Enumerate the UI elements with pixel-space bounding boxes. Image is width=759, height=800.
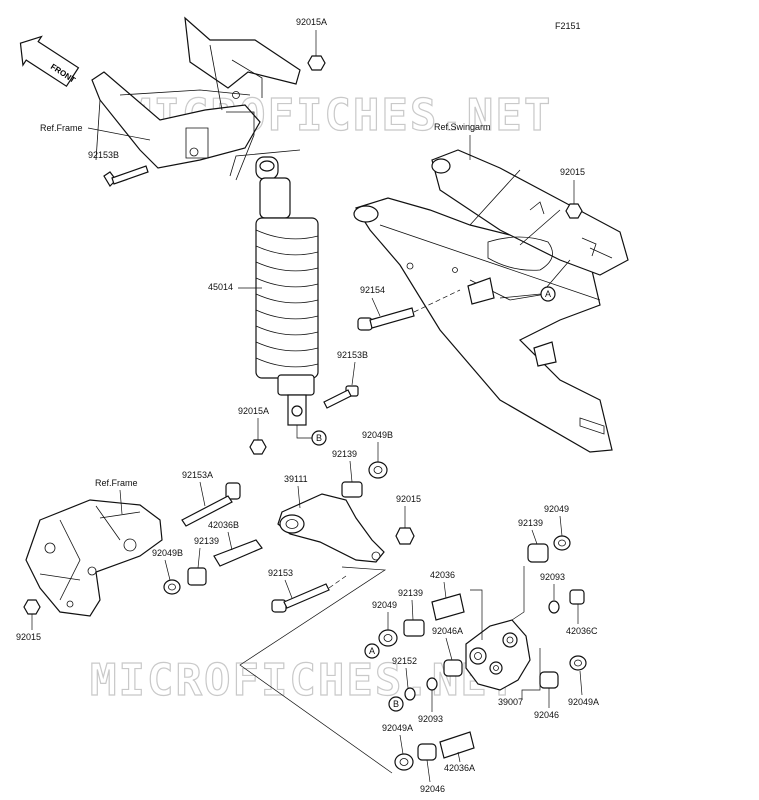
label-92046a: 92046A <box>432 626 463 636</box>
washer-92049b-low <box>163 579 181 595</box>
label-92153b-mid: 92153B <box>337 350 368 360</box>
bolt-92153b-mid <box>323 385 359 409</box>
ref-frame-top-label: Ref.Frame <box>40 123 83 133</box>
linkage-outline <box>239 566 393 774</box>
callout-b-low <box>388 696 404 712</box>
label-92049b-mid: 92049B <box>362 430 393 440</box>
callout-a-swingarm-text: A <box>545 289 551 299</box>
link-plate-39111 <box>277 493 385 563</box>
frame-lower-drawing <box>25 499 163 617</box>
bolt-92154 <box>357 307 415 331</box>
label-42036b: 42036B <box>208 520 239 530</box>
label-45014: 45014 <box>208 282 233 292</box>
label-42036c: 42036C <box>566 626 598 636</box>
label-92046-right: 92046 <box>534 710 559 720</box>
label-39007: 39007 <box>498 697 523 707</box>
label-92015-swingarm: 92015 <box>560 167 585 177</box>
label-92049a-bottom: 92049A <box>382 723 413 733</box>
callout-a-low <box>364 643 380 659</box>
label-92153a: 92153A <box>182 470 213 480</box>
nut-92015-frame <box>23 599 41 615</box>
front-arrow-icon <box>19 35 80 88</box>
washer-92049a-bottom <box>394 753 414 771</box>
label-42036: 42036 <box>430 570 455 580</box>
bushing-92139-right <box>527 543 549 563</box>
bolt-92153 <box>271 583 330 613</box>
washer-92049b-mid <box>368 461 388 479</box>
sleeve-42036a <box>439 731 475 759</box>
callout-b-low-text: B <box>393 699 399 709</box>
bearing-92046-right <box>539 671 559 689</box>
label-39111: 39111 <box>284 474 308 484</box>
oring-92093-left <box>426 677 438 691</box>
bushing-92139-mid <box>341 481 363 498</box>
ref-swingarm-label: Ref.Swingarm <box>434 122 491 132</box>
label-92015-frame: 92015 <box>16 632 41 642</box>
oring-92093-right <box>548 600 560 614</box>
bushing-92139-rod <box>403 619 425 637</box>
label-92015-link: 92015 <box>396 494 421 504</box>
nut-92015a-top <box>307 55 326 71</box>
shock-absorber-45014 <box>229 149 319 426</box>
label-42036a: 42036A <box>444 763 475 773</box>
washer-92049-right <box>553 535 571 551</box>
label-92049b-low: 92049B <box>152 548 183 558</box>
label-92093-right: 92093 <box>540 572 565 582</box>
washer-92049-rod <box>378 629 398 647</box>
label-92139-low: 92139 <box>194 536 219 546</box>
sleeve-42036c <box>569 589 585 605</box>
bearing-92046a <box>443 659 463 677</box>
figure-code: F2151 <box>555 21 581 31</box>
sleeve-42036b <box>213 539 263 567</box>
link-body-39007 <box>465 619 531 691</box>
label-92153: 92153 <box>268 568 293 578</box>
ref-frame-bottom-label: Ref.Frame <box>95 478 138 488</box>
label-92049-right: 92049 <box>544 504 569 514</box>
nut-92015-swingarm <box>565 203 583 219</box>
swingarm-drawing <box>353 149 629 453</box>
bolt-92153a <box>181 482 241 527</box>
callout-a-low-text: A <box>369 646 375 656</box>
bushing-92139-low <box>187 567 207 586</box>
label-92049a-right: 92049A <box>568 697 599 707</box>
label-92154: 92154 <box>360 285 385 295</box>
callout-b-shock-text: B <box>316 433 322 443</box>
frame-upper-drawing <box>91 16 301 181</box>
label-92049-rod: 92049 <box>372 600 397 610</box>
label-92139-right: 92139 <box>518 518 543 528</box>
bolt-92153b-top <box>103 165 149 187</box>
label-92153b-top: 92153B <box>88 150 119 160</box>
label-92015a-top: 92015A <box>296 17 327 27</box>
label-92046-bottom: 92046 <box>420 784 445 794</box>
nut-92015a-mid <box>249 439 267 455</box>
label-92015a-mid: 92015A <box>238 406 269 416</box>
label-92139-rod: 92139 <box>398 588 423 598</box>
bearing-92046-bottom <box>417 743 437 761</box>
sleeve-42036 <box>431 593 465 621</box>
nut-92015-link <box>395 527 415 545</box>
washer-92152 <box>404 687 416 701</box>
label-92139-mid: 92139 <box>332 449 357 459</box>
washer-92049a-right <box>569 655 587 671</box>
label-92152: 92152 <box>392 656 417 666</box>
label-92093-left: 92093 <box>418 714 443 724</box>
